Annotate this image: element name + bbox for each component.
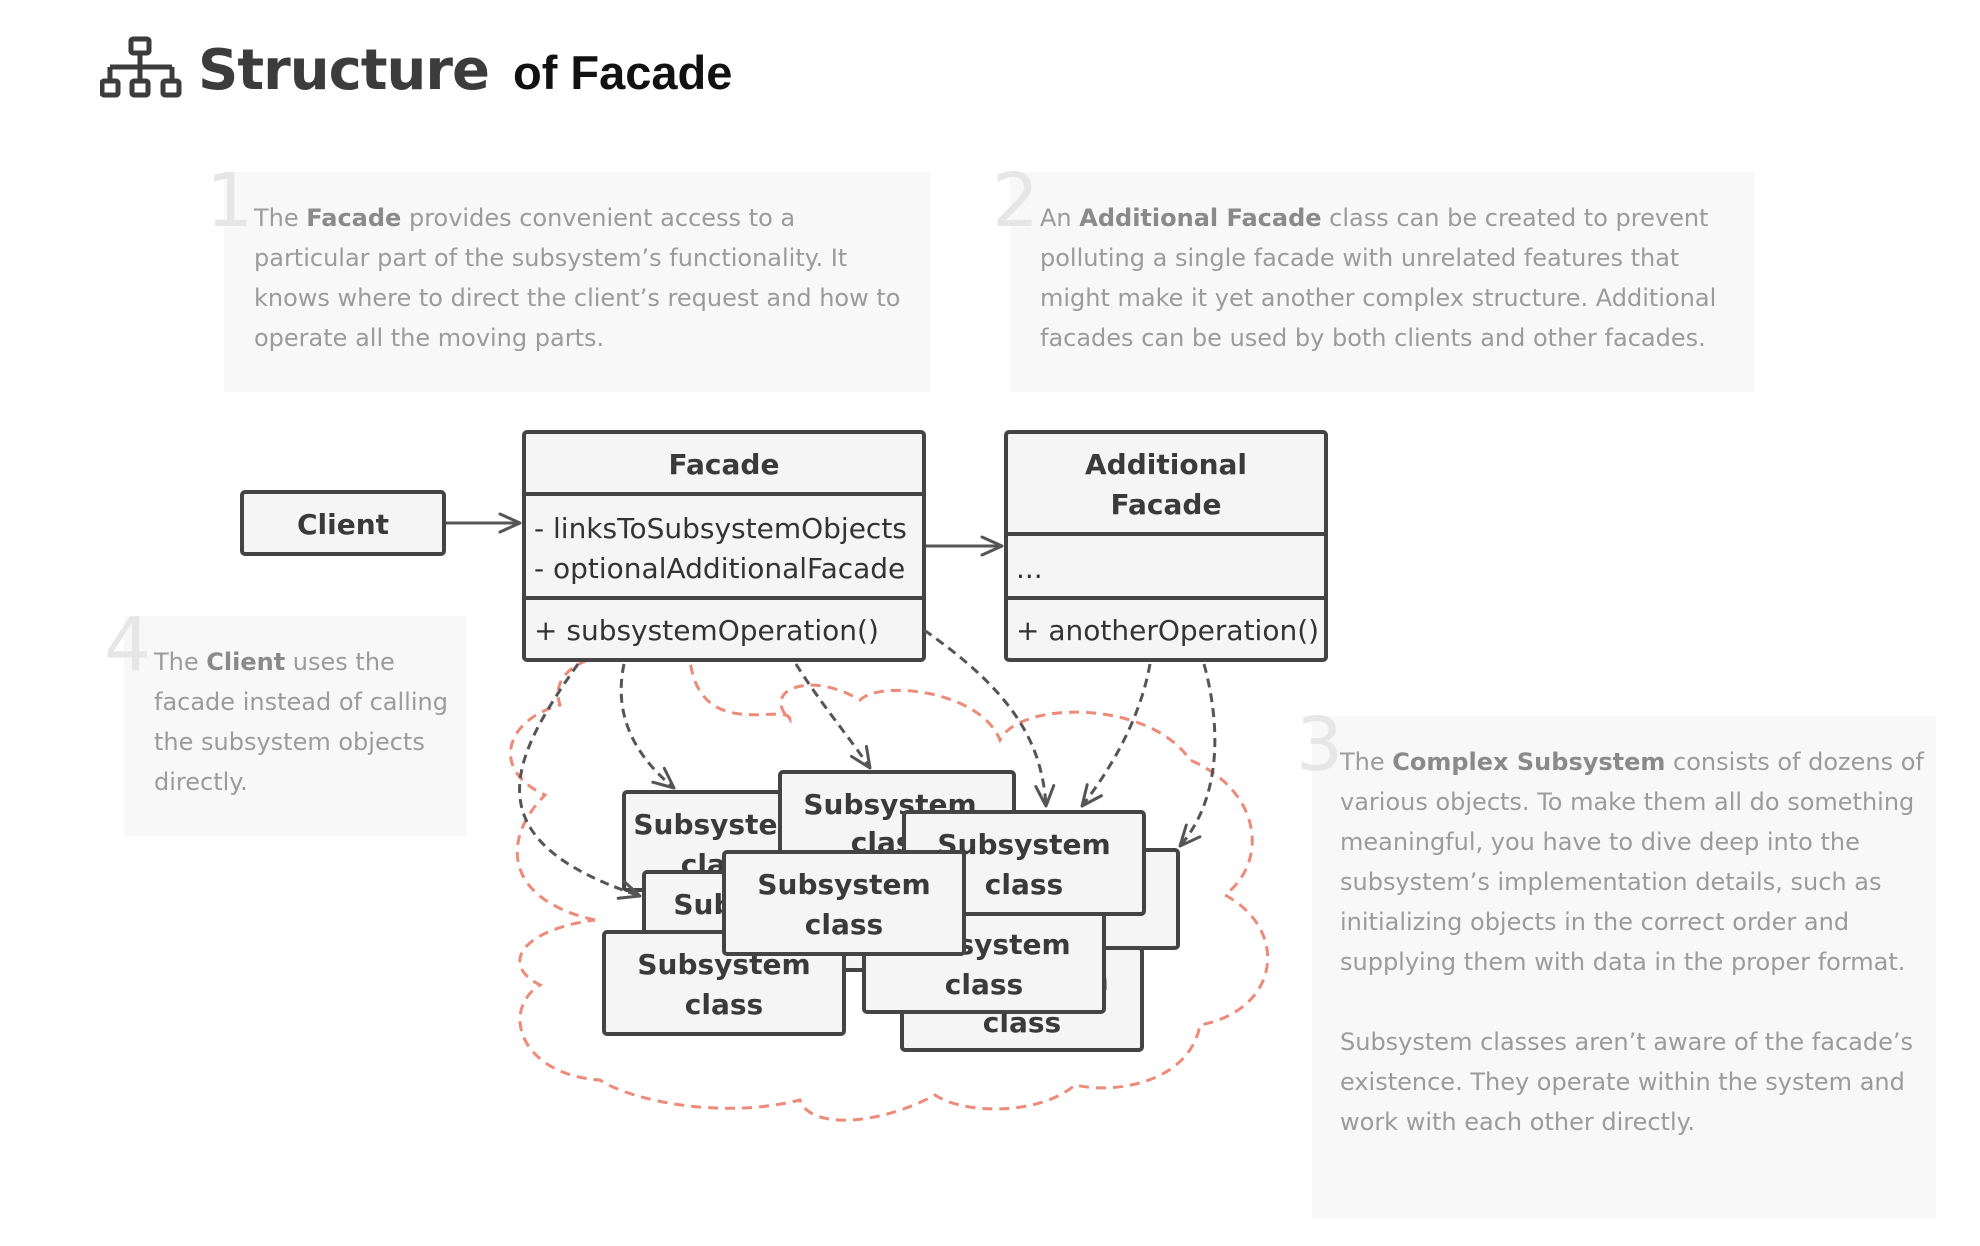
svg-text:...: ...: [1016, 552, 1043, 585]
page-header: Structure of Facade: [100, 30, 732, 110]
note-complex-subsystem: 3 The Complex Subsystem consists of doze…: [1296, 708, 1936, 1218]
note-text: The Client uses the facade instead of ca…: [154, 648, 448, 796]
svg-text:class: class: [985, 868, 1063, 901]
svg-text:class: class: [685, 988, 763, 1021]
note-client: 4 The Client uses the facade instead of …: [104, 608, 466, 836]
subsystem-class-box: Subsystem class: [722, 850, 966, 956]
dependency-arrow: [923, 628, 1056, 808]
svg-text:+ anotherOperation(): + anotherOperation(): [1016, 614, 1319, 647]
note-number: 3: [1296, 702, 1344, 788]
svg-text:Subsystem: Subsystem: [757, 868, 930, 901]
page-subtitle: of Facade: [513, 45, 733, 99]
svg-text:Facade: Facade: [1111, 488, 1222, 521]
page-title: Structure: [198, 37, 490, 103]
svg-text:Additional: Additional: [1085, 448, 1247, 481]
note-facade: 1 The Facade provides convenient access …: [206, 164, 930, 392]
svg-text:+ subsystemOperation(): + subsystemOperation(): [534, 614, 879, 647]
note-text: The Complex Subsystem consists of dozens…: [1340, 748, 1924, 1136]
facade-box: Facade - linksToSubsystemObjects - optio…: [522, 430, 926, 662]
structure-hierarchy-icon: [100, 36, 182, 98]
svg-text:Facade: Facade: [669, 448, 780, 481]
svg-text:Client: Client: [297, 508, 389, 541]
dependency-arrow: [794, 663, 872, 770]
note-number: 2: [992, 158, 1040, 244]
note-text: The Facade provides convenient access to…: [254, 204, 901, 352]
svg-text:- linksToSubsystemObjects: - linksToSubsystemObjects: [534, 512, 907, 545]
client-box: Client: [240, 490, 446, 556]
note-text: An Additional Facade class can be create…: [1040, 204, 1717, 352]
svg-text:- optionalAdditionalFacade: - optionalAdditionalFacade: [534, 552, 905, 585]
svg-text:class: class: [945, 968, 1023, 1001]
dependency-arrow: [1178, 663, 1217, 848]
dependency-arrow: [1080, 663, 1152, 808]
note-additional-facade: 2 An Additional Facade class can be crea…: [992, 164, 1754, 392]
note-number: 1: [206, 158, 254, 244]
additional-facade-box: Additional Facade ... + anotherOperation…: [1004, 430, 1328, 662]
svg-text:Subsystem: Subsystem: [633, 808, 806, 841]
svg-text:Subsystem: Subsystem: [937, 828, 1110, 861]
note-number: 4: [104, 602, 152, 688]
svg-text:class: class: [805, 908, 883, 941]
dependency-arrow: [518, 663, 642, 900]
dependency-arrow: [619, 663, 676, 790]
